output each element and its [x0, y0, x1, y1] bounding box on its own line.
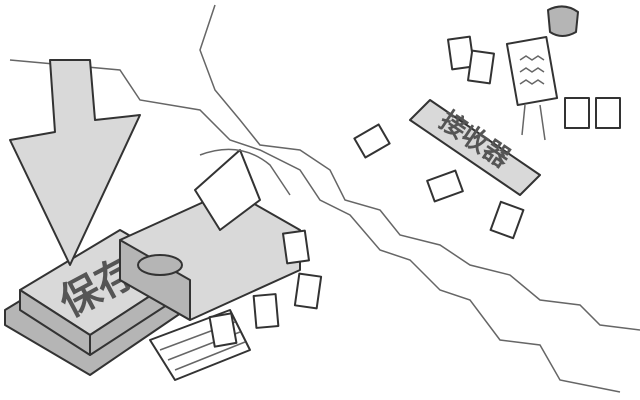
baseball-glove-icon: [547, 5, 579, 37]
document-characters-left: [208, 229, 323, 348]
save-machine: [119, 148, 301, 381]
receiver-document-characters: [447, 35, 621, 141]
falling-document-characters: [353, 123, 525, 240]
chasm-left-edge: [9, 59, 621, 393]
chasm-right-edge: [199, 4, 640, 331]
down-arrow-icon: [9, 59, 141, 266]
